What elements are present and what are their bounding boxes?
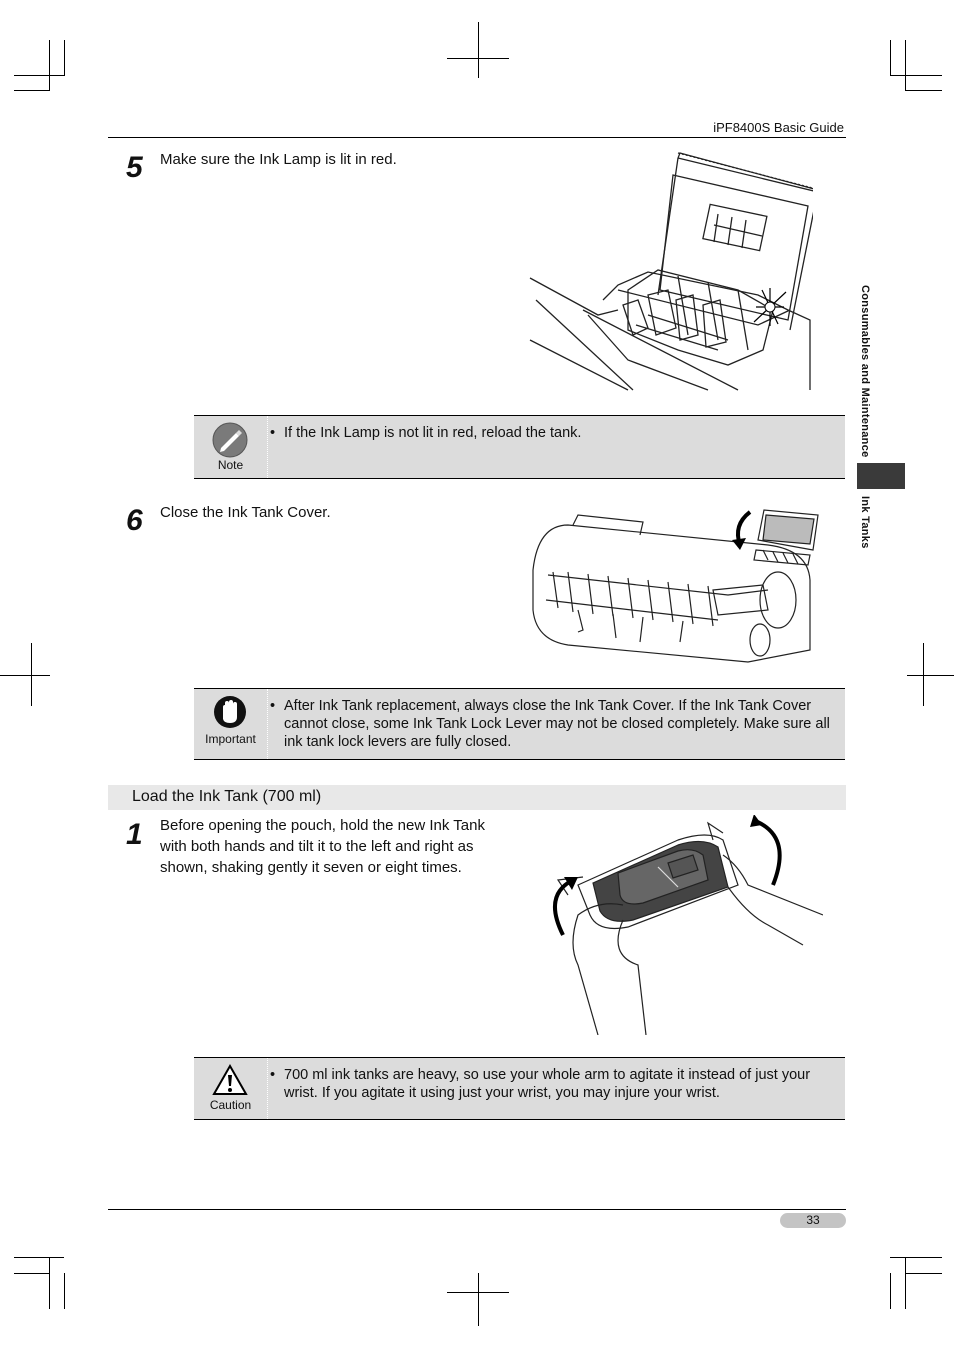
- step-6-number: 6: [126, 504, 143, 537]
- caution-text: 700 ml ink tanks are heavy, so use your …: [284, 1067, 811, 1101]
- note-pencil-icon: [212, 422, 248, 458]
- step-5-text: Make sure the Ink Lamp is lit in red.: [160, 151, 397, 168]
- section-heading: Load the Ink Tank (700 ml): [108, 785, 846, 810]
- header-rule: [108, 137, 846, 138]
- footer-rule: [108, 1209, 846, 1210]
- important-box: Important • After Ink Tank replacement, …: [194, 688, 845, 760]
- step-1-text: Before opening the pouch, hold the new I…: [160, 817, 485, 876]
- section-title: Load the Ink Tank (700 ml): [132, 788, 322, 805]
- important-bullet: •: [270, 698, 276, 714]
- shake-ink-tank-illustration: [553, 815, 823, 1035]
- ink-lamp-illustration: [529, 152, 813, 391]
- warning-triangle-icon: [212, 1064, 248, 1095]
- side-tab-chapter: Consumables and Maintenance: [859, 285, 871, 458]
- step-1-number: 1: [126, 818, 143, 851]
- important-label: Important: [205, 732, 256, 746]
- caution-label: Caution: [209, 1098, 252, 1112]
- guide-title: iPF8400S Basic Guide: [713, 120, 844, 135]
- printer-cover-illustration: [532, 509, 819, 663]
- side-tab-marker: [857, 463, 905, 489]
- note-bullet: •: [270, 425, 276, 441]
- caution-bullet: •: [270, 1067, 276, 1083]
- caution-box: Caution • 700 ml ink tanks are heavy, so…: [194, 1057, 845, 1120]
- step-5-number: 5: [126, 151, 143, 184]
- step-6-text: Close the Ink Tank Cover.: [160, 504, 331, 521]
- important-text: After Ink Tank replacement, always close…: [284, 698, 830, 750]
- side-tab-section: Ink Tanks: [859, 496, 871, 549]
- note-box: Note • If the Ink Lamp is not lit in red…: [194, 415, 845, 479]
- note-text: If the Ink Lamp is not lit in red, reloa…: [284, 425, 582, 441]
- note-label: Note: [217, 458, 244, 472]
- hand-stop-icon: [214, 696, 246, 728]
- page-number: 33: [780, 1213, 846, 1228]
